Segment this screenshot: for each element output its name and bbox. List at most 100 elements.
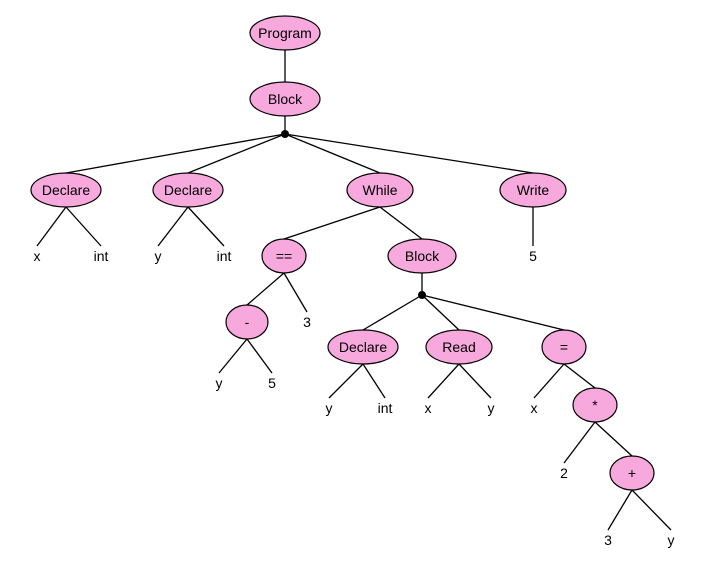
node-while: While	[346, 172, 414, 208]
edge-plus-to-leaf-3-plus	[607, 489, 633, 531]
edge-declare-x-to-leaf-int-1	[65, 206, 102, 247]
node-label-declare-y: Declare	[164, 182, 212, 198]
node-shape-assign	[541, 329, 587, 365]
junction-dot-block-1	[281, 130, 289, 138]
node-leaf-5-minus: 5	[268, 375, 276, 391]
node-leaf-y-1: y	[155, 248, 162, 264]
node-leaf-x-assign: x	[531, 400, 538, 416]
edge-minus-to-leaf-5-minus	[246, 338, 273, 374]
node-label-declare-x: Declare	[42, 182, 90, 198]
node-label-while: While	[362, 182, 397, 198]
node-leaf-5-write: 5	[529, 248, 537, 264]
node-shape-program	[249, 15, 321, 51]
node-label-leaf-x-1: x	[34, 248, 41, 264]
node-leaf-2: 2	[560, 465, 568, 481]
node-label-leaf-y-minus: y	[216, 375, 223, 391]
edge-while-to-eq-compare	[283, 206, 381, 240]
node-plus: +	[609, 455, 655, 491]
node-declare-y-2: Declare	[327, 329, 399, 365]
node-leaf-int-3: int	[378, 400, 393, 416]
node-leaf-3-cmp: 3	[303, 314, 311, 330]
node-label-multiply: *	[592, 397, 598, 413]
node-label-read: Read	[442, 339, 475, 355]
edge-block-1-to-declare-x	[65, 133, 286, 174]
edge-minus-to-leaf-y-minus	[218, 338, 248, 374]
edge-plus-to-leaf-y-plus	[631, 489, 672, 531]
node-label-leaf-int-2: int	[217, 248, 232, 264]
node-label-leaf-x-read: x	[425, 400, 432, 416]
junction-dot-block-2	[418, 291, 426, 299]
edge-declare-y-2-to-leaf-y-2	[328, 363, 364, 399]
node-program: Program	[249, 15, 321, 51]
edge-block-1-to-declare-y	[187, 133, 286, 174]
edge-assign-to-leaf-x-assign	[533, 363, 565, 399]
node-minus: -	[225, 304, 269, 340]
node-assign: =	[541, 329, 587, 365]
node-label-leaf-5-minus: 5	[268, 375, 276, 391]
edge-block-2-to-declare-y-2	[362, 294, 423, 331]
node-shape-multiply	[572, 387, 618, 423]
node-label-leaf-int-3: int	[378, 400, 393, 416]
edge-declare-y-to-leaf-y-1	[157, 206, 189, 247]
node-label-block-2: Block	[405, 248, 440, 264]
node-label-minus: -	[245, 314, 250, 330]
node-label-leaf-3-cmp: 3	[303, 314, 311, 330]
node-label-assign: =	[560, 339, 568, 355]
edge-block-2-to-read	[421, 294, 460, 331]
node-shape-plus	[609, 455, 655, 491]
node-leaf-int-1: int	[94, 248, 109, 264]
node-label-leaf-2: 2	[560, 465, 568, 481]
node-label-leaf-x-assign: x	[531, 400, 538, 416]
edge-assign-to-multiply	[563, 363, 596, 389]
node-leaf-int-2: int	[217, 248, 232, 264]
node-shape-declare-x	[30, 172, 102, 208]
tree-junctions	[281, 130, 426, 299]
node-shape-minus	[225, 304, 269, 340]
node-label-leaf-int-1: int	[94, 248, 109, 264]
edge-multiply-to-plus	[594, 421, 633, 457]
edge-read-to-leaf-x-read	[427, 363, 460, 399]
edge-block-2-to-assign	[421, 294, 565, 331]
edge-eq-compare-to-leaf-3-cmp	[283, 272, 308, 313]
node-block-2: Block	[387, 238, 457, 274]
node-shape-while	[346, 172, 414, 208]
node-label-leaf-y-1: y	[155, 248, 162, 264]
node-multiply: *	[572, 387, 618, 423]
node-leaf-x-read: x	[425, 400, 432, 416]
node-label-program: Program	[258, 25, 312, 41]
node-label-block-1: Block	[268, 91, 303, 107]
edge-block-1-to-write	[284, 133, 534, 174]
node-shape-block-1	[249, 81, 321, 117]
node-label-leaf-5-write: 5	[529, 248, 537, 264]
node-shape-read	[425, 329, 493, 365]
node-shape-declare-y-2	[327, 329, 399, 365]
node-label-leaf-y-read: y	[488, 400, 495, 416]
edge-eq-compare-to-minus	[246, 272, 285, 306]
node-leaf-y-2: y	[326, 400, 333, 416]
node-label-leaf-y-2: y	[326, 400, 333, 416]
node-leaf-x-1: x	[34, 248, 41, 264]
node-leaf-y-minus: y	[216, 375, 223, 391]
edge-declare-y-2-to-leaf-int-3	[362, 363, 386, 399]
node-eq-compare: ==	[261, 238, 307, 274]
edge-declare-y-to-leaf-int-2	[187, 206, 225, 247]
node-label-leaf-y-plus: y	[668, 532, 675, 548]
edge-block-1-to-while	[284, 133, 381, 174]
edge-multiply-to-leaf-2	[563, 421, 596, 464]
node-shape-block-2	[387, 238, 457, 274]
edge-declare-x-to-leaf-x-1	[36, 206, 67, 247]
node-label-leaf-3-plus: 3	[604, 532, 612, 548]
node-shape-write	[499, 172, 567, 208]
edge-while-to-block-2	[379, 206, 423, 240]
node-write: Write	[499, 172, 567, 208]
node-label-eq-compare: ==	[276, 248, 292, 264]
node-label-plus: +	[628, 465, 636, 481]
node-label-declare-y-2: Declare	[339, 339, 387, 355]
node-shape-eq-compare	[261, 238, 307, 274]
node-shape-declare-y	[152, 172, 224, 208]
node-block-1: Block	[249, 81, 321, 117]
tree-edges	[36, 50, 672, 531]
node-leaf-y-plus: y	[668, 532, 675, 548]
